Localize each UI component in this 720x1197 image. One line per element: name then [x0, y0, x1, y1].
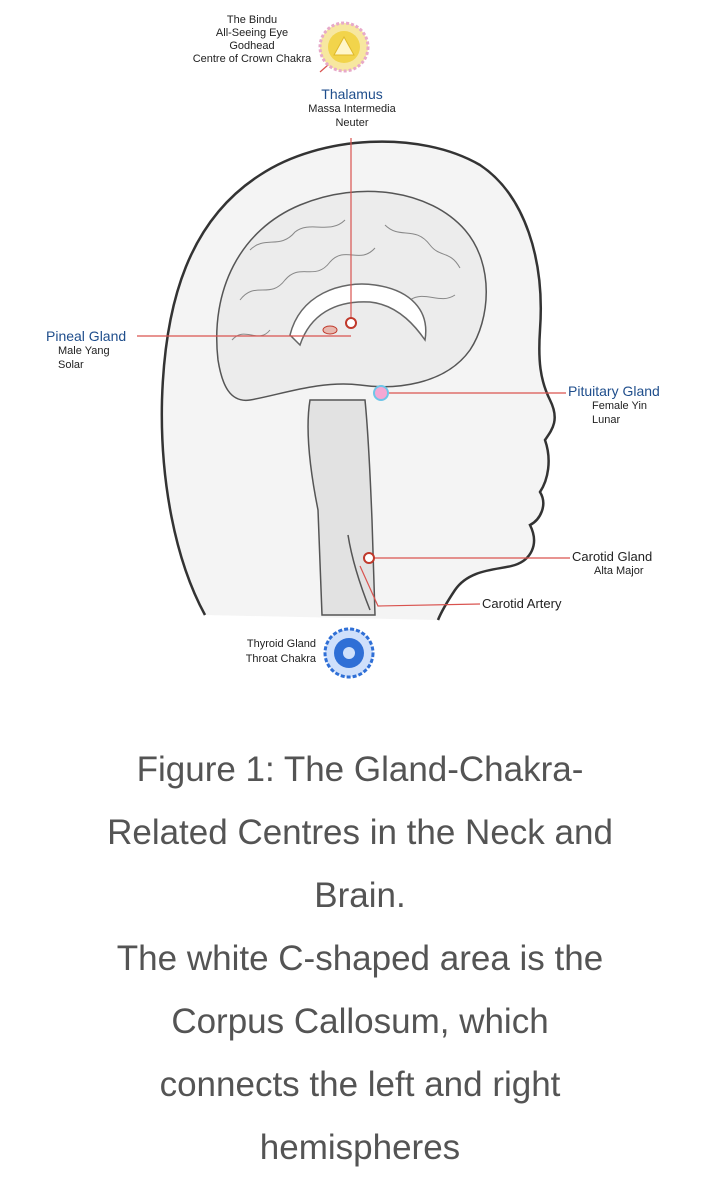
caption-line-2: Related Centres in the Neck and: [107, 813, 613, 852]
pineal-line-2: Solar: [58, 359, 84, 371]
figure-caption: Figure 1: The Gland-Chakra- Related Cent…: [20, 738, 700, 1179]
neck-outline: [347, 534, 371, 611]
thalamus-line-2: Neuter: [335, 117, 369, 129]
pituitary-marker: [373, 385, 389, 401]
pineal-label: Pineal Gland Male Yang Solar: [46, 328, 126, 372]
pineal-marker: [322, 325, 338, 335]
caption-line-1: Figure 1: The Gland-Chakra-: [136, 750, 584, 789]
pituitary-line-2: Lunar: [592, 414, 621, 426]
bindu-label: The Bindu All-Seeing Eye Godhead Centre …: [190, 14, 314, 66]
crown-chakra-icon: [318, 21, 370, 73]
carotid-artery-label: Carotid Artery: [482, 596, 562, 611]
pointer-lines: [137, 57, 570, 607]
thalamus-label: Thalamus Massa Intermedia Neuter: [292, 86, 412, 130]
carotid-gland-line-1: Alta Major: [594, 565, 644, 577]
thalamus-marker: [345, 317, 357, 329]
caption-line-3: Brain.: [314, 876, 406, 915]
thalamus-title: Thalamus: [321, 86, 383, 102]
pituitary-line-1: Female Yin: [592, 400, 648, 412]
caption-line-5: Corpus Callosum, which: [171, 1002, 549, 1041]
throat-chakra-icon: [323, 627, 375, 679]
brain-folds: [231, 219, 461, 341]
pineal-line-1: Male Yang: [58, 345, 110, 357]
brainstem: [307, 399, 376, 616]
head-anatomy-diagram: [137, 21, 570, 679]
pituitary-title: Pituitary Gland: [568, 383, 660, 399]
bindu-line-3: Godhead: [229, 40, 275, 52]
caption-line-6: connects the left and right: [159, 1065, 561, 1104]
thyroid-line-1: Thyroid Gland: [246, 638, 316, 650]
carotid-gland-title: Carotid Gland: [572, 549, 653, 564]
bindu-line-1: The Bindu: [226, 14, 278, 26]
bindu-line-2: All-Seeing Eye: [215, 27, 289, 39]
caption-line-7: hemispheres: [259, 1128, 461, 1167]
caption-line-4: The white C-shaped area is the: [116, 939, 604, 978]
thalamus-line-1: Massa Intermedia: [308, 103, 396, 115]
pituitary-label: Pituitary Gland Female Yin Lunar: [568, 383, 660, 427]
thyroid-line-2: Throat Chakra: [245, 653, 316, 665]
bindu-line-4: Centre of Crown Chakra: [192, 53, 312, 65]
thyroid-label: Thyroid Gland Throat Chakra: [232, 637, 316, 667]
corpus-callosum: [289, 283, 427, 347]
carotid-gland-marker: [363, 552, 375, 564]
pineal-title: Pineal Gland: [46, 328, 127, 344]
carotid-gland-label: Carotid Gland Alta Major: [572, 549, 652, 578]
